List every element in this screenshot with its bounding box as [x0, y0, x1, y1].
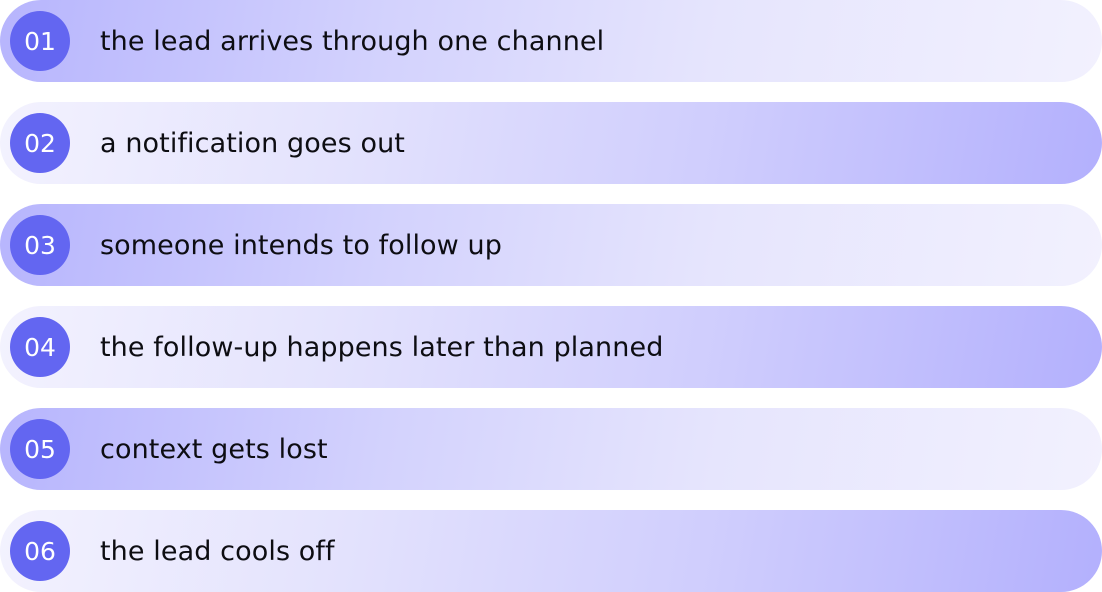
step-row-5: 05 context gets lost: [0, 408, 1102, 490]
step-number-badge: 01: [10, 11, 70, 71]
step-label: the lead arrives through one channel: [100, 25, 605, 57]
step-row-3: 03 someone intends to follow up: [0, 204, 1102, 286]
step-row-2: 02 a notification goes out: [0, 102, 1102, 184]
step-number-badge: 06: [10, 521, 70, 581]
step-label: the lead cools off: [100, 535, 335, 567]
step-label: the follow-up happens later than planned: [100, 331, 664, 363]
step-label: someone intends to follow up: [100, 229, 502, 261]
step-row-4: 04 the follow-up happens later than plan…: [0, 306, 1102, 388]
step-number-badge: 05: [10, 419, 70, 479]
step-number-badge: 03: [10, 215, 70, 275]
step-number-badge: 02: [10, 113, 70, 173]
step-label: context gets lost: [100, 433, 328, 465]
step-row-6: 06 the lead cools off: [0, 510, 1102, 592]
step-row-1: 01 the lead arrives through one channel: [0, 0, 1102, 82]
step-number-badge: 04: [10, 317, 70, 377]
step-label: a notification goes out: [100, 127, 405, 159]
